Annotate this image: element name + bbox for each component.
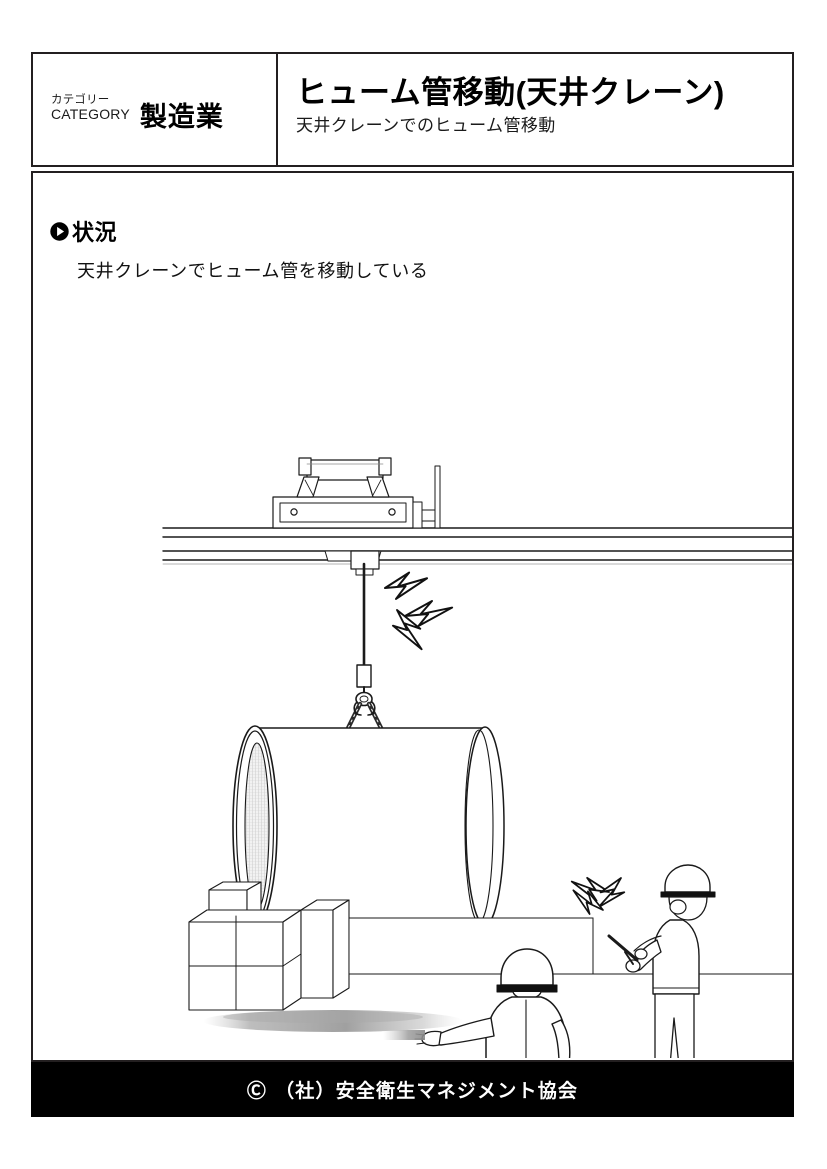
flash-marks-pendant: [570, 876, 626, 915]
title-cell: ヒューム管移動(天井クレーン) 天井クレーンでのヒューム管移動: [278, 54, 792, 165]
category-label-jp: カテゴリー: [51, 94, 110, 107]
section-body-text: 天井クレーンでヒューム管を移動している: [77, 261, 429, 281]
flash-marks-crane: [383, 571, 454, 651]
section-heading-row: 状況: [50, 215, 117, 247]
page-subtitle: 天井クレーンでのヒューム管移動: [296, 115, 556, 135]
footer-bar: Ⓒ （社）安全衛生マネジメント協会: [31, 1062, 794, 1117]
crane-runway-girder: [162, 527, 792, 565]
category-label-en: CATEGORY: [51, 106, 130, 123]
ground-shadow: [203, 1010, 463, 1032]
category-label-group: カテゴリー CATEGORY: [51, 94, 130, 125]
page-title: ヒューム管移動(天井クレーン): [296, 75, 725, 111]
worker-signaling: [383, 948, 571, 1058]
content-box: 状況 天井クレーンでヒューム管を移動している: [31, 171, 794, 1062]
category-cell: カテゴリー CATEGORY 製造業: [33, 54, 278, 165]
worker-with-pendant-control: [607, 864, 716, 1058]
hook-block: [355, 664, 373, 707]
stacked-blocks: [188, 881, 594, 1011]
category-value: 製造業: [139, 102, 224, 132]
header-box: カテゴリー CATEGORY 製造業 ヒューム管移動(天井クレーン) 天井クレー…: [31, 52, 794, 167]
footer-organization: （社）安全衛生マネジメント協会: [275, 1081, 579, 1102]
overhead-crane-trolley: [272, 457, 441, 529]
section-heading-label: 状況: [72, 220, 118, 245]
illustration: [33, 288, 792, 1058]
copyright-symbol: Ⓒ: [246, 1081, 268, 1102]
hoist-carriage: [324, 550, 382, 576]
play-circle-icon: [50, 221, 69, 241]
hume-pipe: [232, 725, 505, 927]
floor-line: [33, 973, 792, 1013]
